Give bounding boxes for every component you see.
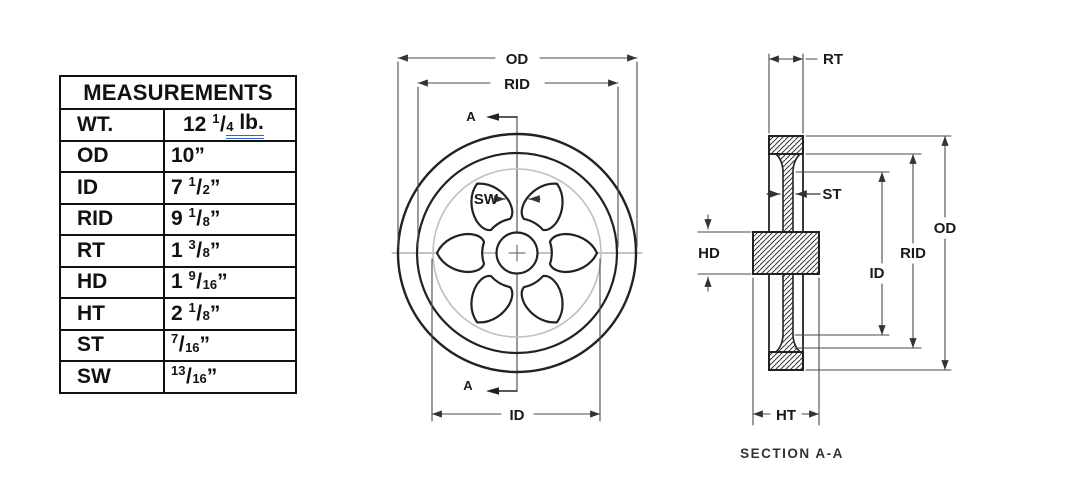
- hub-section: [752, 231, 820, 275]
- rim-section-bottom: [768, 351, 804, 371]
- spoke-opening: [435, 232, 486, 274]
- section-od-label: OD: [934, 220, 957, 237]
- section-od-dimension: [805, 135, 952, 371]
- section-ht-dimension: [752, 277, 820, 426]
- table-row-label: ID: [61, 173, 165, 203]
- table-row-value: 7 1/2”: [171, 173, 221, 199]
- section-marker-bottom: A: [463, 378, 518, 395]
- table-row-label: SW: [61, 362, 165, 392]
- outer-diameter-circle: [396, 132, 638, 374]
- inner-diameter-faint-circle: [432, 168, 602, 338]
- table-row-label: HD: [61, 267, 165, 297]
- section-marker-letter: A: [463, 378, 473, 393]
- table-row-value: 12 1/4 lb.: [165, 110, 295, 140]
- table-row-value: 9 1/8”: [171, 205, 221, 231]
- front-sw-label: SW: [474, 191, 499, 208]
- table-row-label: ST: [61, 330, 165, 360]
- table-row-label: HT: [61, 299, 165, 329]
- section-hd-dimension: [697, 214, 752, 292]
- front-view: OD RID ID SW A: [391, 51, 643, 424]
- front-id-dimension: [431, 258, 601, 422]
- front-rid-dimension: [417, 79, 619, 248]
- section-id-label: ID: [870, 265, 885, 282]
- spoke-web-top: [774, 153, 802, 233]
- table-row-value: 2 1/8”: [171, 299, 221, 325]
- table-row-value: 7/16”: [171, 331, 211, 357]
- section-hd-label: HD: [698, 245, 720, 262]
- table-row-label: WT.: [61, 110, 165, 140]
- section-caption: SECTION A-A: [740, 446, 844, 461]
- section-rt-label: RT: [823, 51, 843, 68]
- table-row-value: 13/16”: [171, 362, 218, 388]
- table-row-value: 1 9/16”: [171, 268, 228, 294]
- table-row: WT.12 1/4 lb.: [61, 110, 295, 142]
- front-od-label: OD: [506, 51, 529, 68]
- table-row-value: 10”: [171, 144, 205, 168]
- section-rid-label: RID: [900, 245, 926, 262]
- rim-inner-circle: [415, 151, 619, 355]
- front-od-dimension: [397, 54, 638, 248]
- section-arrow-icon: [486, 113, 499, 121]
- table-row-value: 1 3/8”: [171, 236, 221, 262]
- section-ht-label: HT: [776, 407, 796, 424]
- front-id-label: ID: [510, 407, 525, 424]
- section-rid-dimension: [794, 153, 922, 349]
- rim-section-top: [768, 135, 804, 155]
- spoke-web-bottom: [774, 273, 802, 353]
- spoke-opening: [520, 274, 564, 324]
- front-rid-label: RID: [504, 76, 530, 93]
- table-row-label: RID: [61, 204, 165, 234]
- section-marker-top: A: [466, 109, 518, 124]
- table-row-label: RT: [61, 236, 165, 266]
- section-id-dimension: [794, 171, 890, 336]
- spoke-opening: [470, 274, 514, 324]
- measurements-table-title: MEASUREMENTS: [61, 77, 295, 110]
- section-st-label: ST: [822, 186, 841, 203]
- section-marker-letter: A: [466, 109, 476, 124]
- section-view: RT ST HD OD RID: [697, 51, 957, 461]
- section-arrow-icon: [486, 387, 499, 395]
- table-row-label: OD: [61, 141, 165, 171]
- spoke-opening: [548, 232, 599, 274]
- section-rt-dimension: [768, 53, 818, 134]
